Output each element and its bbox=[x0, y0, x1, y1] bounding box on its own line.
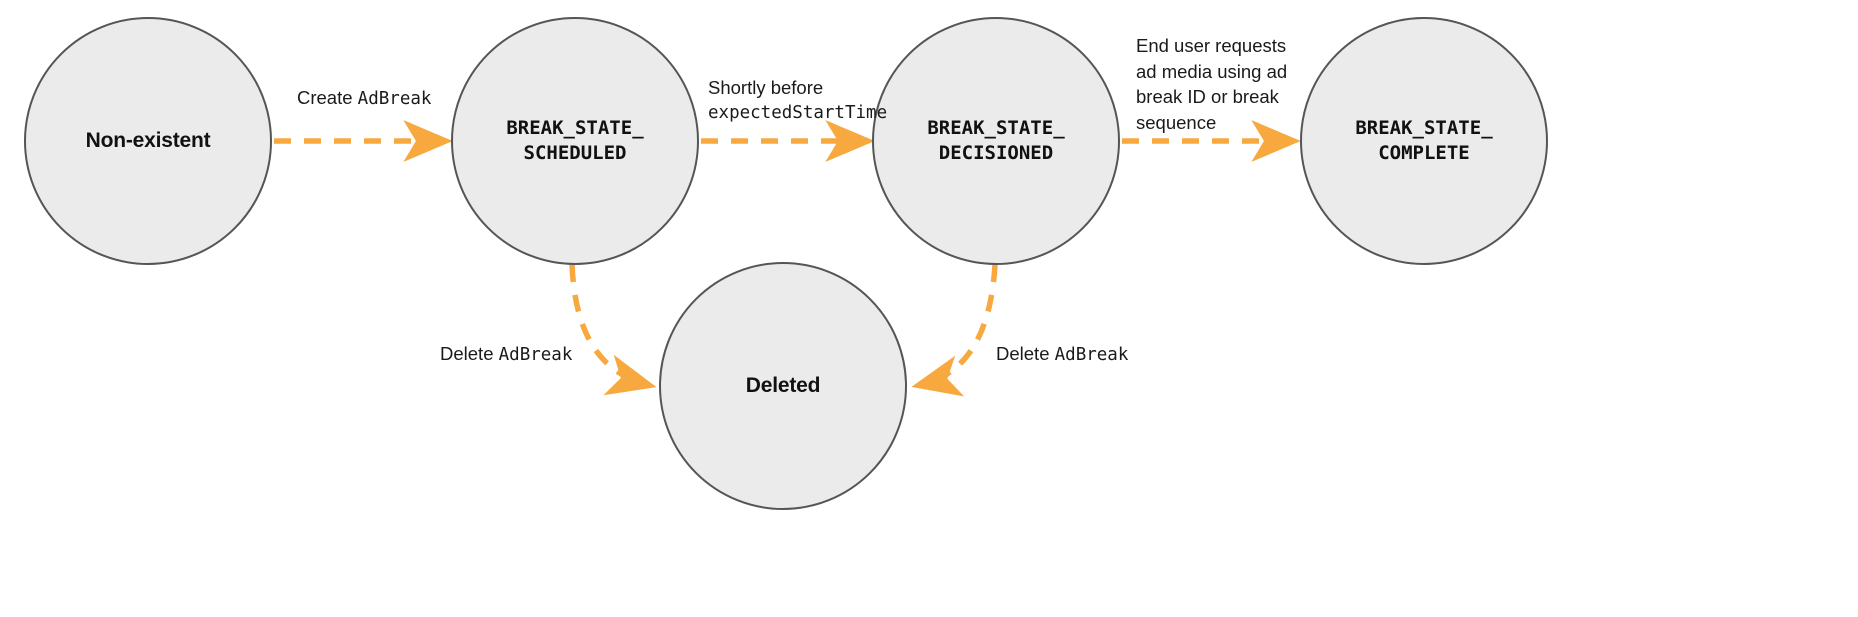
edge-label-create-adbreak: Create AdBreak bbox=[297, 87, 432, 109]
state-node-label: Non-existent bbox=[85, 128, 211, 152]
state-node-break-state-scheduled[interactable]: BREAK_STATE_ SCHEDULED bbox=[451, 17, 699, 265]
edge-label-end-user-requests: End user requests ad media using ad brea… bbox=[1136, 35, 1288, 133]
edge-label-delete-adbreak-decisioned: Delete AdBreak bbox=[996, 343, 1129, 365]
edge-delete-adbreak-scheduled bbox=[569, 264, 657, 396]
state-node-label: BREAK_STATE_ COMPLETE bbox=[1355, 116, 1493, 164]
edge-label-delete-adbreak-scheduled: Delete AdBreak bbox=[440, 343, 573, 365]
state-node-label: BREAK_STATE_ DECISIONED bbox=[927, 116, 1065, 164]
state-node-break-state-complete[interactable]: BREAK_STATE_ COMPLETE bbox=[1300, 17, 1548, 265]
state-node-break-state-decisioned[interactable]: BREAK_STATE_ DECISIONED bbox=[872, 17, 1120, 265]
edge-label-shortly-before: Shortly before expectedStartTime bbox=[708, 77, 888, 123]
state-node-deleted[interactable]: Deleted bbox=[659, 262, 907, 510]
edge-delete-adbreak-decisioned bbox=[911, 264, 998, 397]
state-node-label: Deleted bbox=[745, 373, 821, 397]
state-node-label: BREAK_STATE_ SCHEDULED bbox=[506, 116, 644, 164]
state-node-non-existent[interactable]: Non-existent bbox=[24, 17, 272, 265]
